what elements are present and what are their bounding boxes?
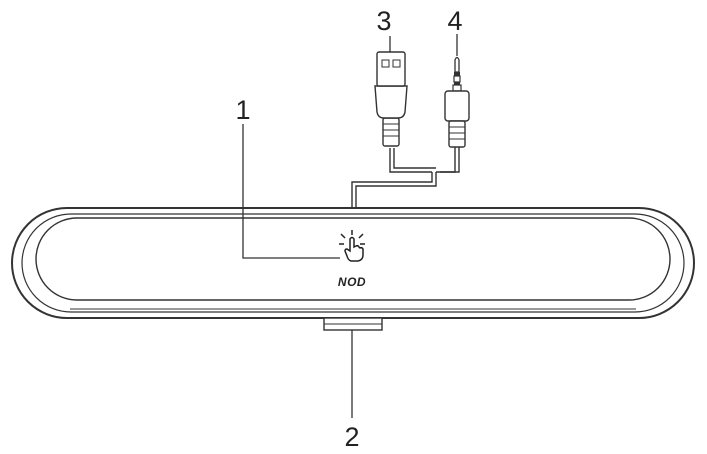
callout-2: 2	[344, 422, 359, 452]
usb-plug	[374, 51, 408, 147]
callout-4: 4	[447, 6, 462, 36]
brand-logo: NOD	[338, 275, 366, 289]
callout-1: 1	[235, 95, 250, 125]
soundbar-body	[11, 207, 695, 319]
cable-assembly	[351, 145, 460, 208]
leader-lines	[242, 34, 458, 418]
bottom-button	[323, 317, 383, 331]
touch-hand-icon	[339, 230, 365, 262]
callout-3: 3	[376, 6, 391, 36]
audio-jack-plug	[444, 56, 470, 148]
